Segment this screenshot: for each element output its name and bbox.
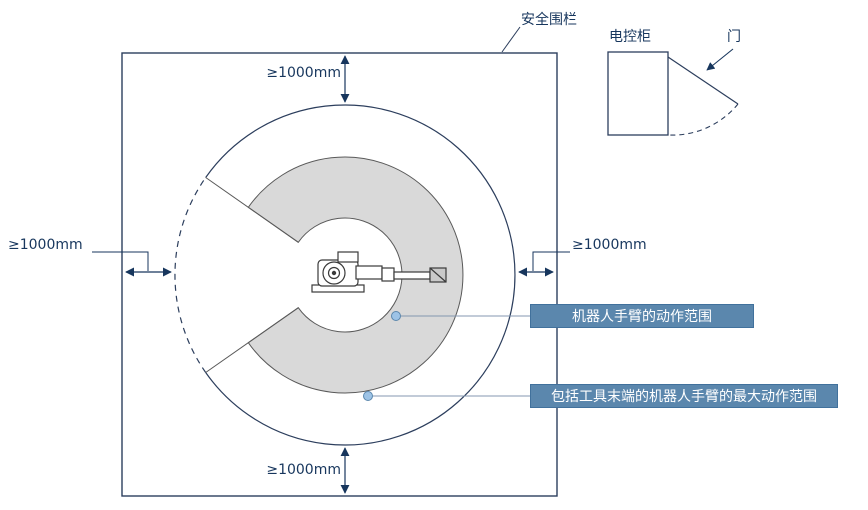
robot-tool-tip-hatch [429, 267, 447, 283]
dimension-label-left: ≥1000mm [8, 237, 83, 253]
robot-arm-link [355, 265, 383, 280]
dimension-leader-left [92, 251, 149, 271]
cabinet-door-swing-arc [667, 103, 739, 136]
control-cabinet-group [607, 48, 739, 136]
safety-fence-label: 安全围栏 [521, 12, 577, 28]
door-label: 门 [727, 29, 741, 45]
max-range-callout: 包括工具末端的机器人手臂的最大动作范围 [530, 384, 838, 408]
dimension-label-bottom: ≥1000mm [266, 462, 341, 478]
safety-fence-outline [121, 52, 558, 497]
dimension-label-right: ≥1000mm [572, 237, 647, 253]
max-range-circle-dashed [174, 177, 207, 373]
range-limit-line-lower [205, 307, 299, 373]
cabinet-door-line [667, 56, 739, 105]
robot-wrist [381, 267, 395, 282]
range-limit-line-upper [205, 177, 299, 243]
robot-joint-center [331, 270, 337, 276]
control-cabinet-label: 电控柜 [609, 29, 651, 45]
robot-shoulder [337, 251, 359, 263]
arm-range-sector [247, 156, 464, 394]
dimension-leader-right [532, 251, 570, 271]
safety-fence-leader-line [501, 26, 521, 53]
max-range-circle-solid [205, 104, 516, 446]
arm-range-leader-dot [391, 311, 401, 321]
dimension-label-top: ≥1000mm [266, 65, 341, 81]
robot-figure [311, 251, 447, 293]
door-pointer-arrow [706, 48, 734, 71]
control-cabinet-outline [607, 51, 669, 136]
max-range-leader-dot [363, 391, 373, 401]
arm-range-callout: 机器人手臂的动作范围 [530, 304, 754, 328]
robot-tool-shaft [393, 271, 431, 280]
